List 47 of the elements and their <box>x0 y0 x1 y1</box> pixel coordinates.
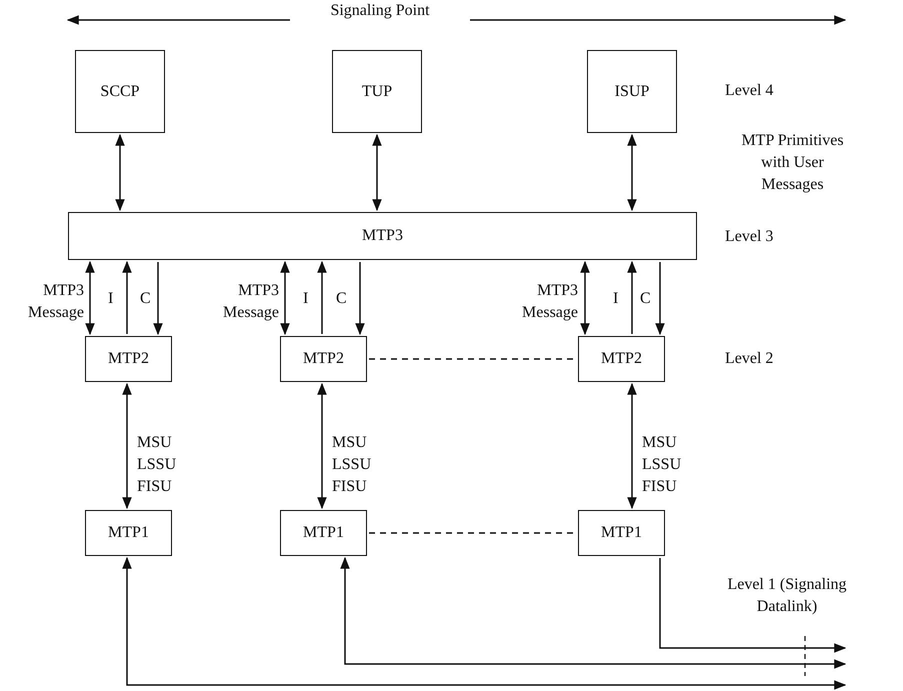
arrow <box>627 134 637 212</box>
edge-label: MTP3 Message <box>27 281 84 323</box>
level-label: Level 3 <box>725 227 774 247</box>
edge-label: I <box>303 289 310 309</box>
dashed-line <box>369 358 576 360</box>
layer-box: MTP2 <box>280 336 367 382</box>
arrow <box>580 260 590 336</box>
edge-label: MTP3 Message <box>521 281 578 323</box>
arrow <box>317 260 327 334</box>
edge-label: MSU LSSU FISU <box>642 433 682 497</box>
arrow <box>122 260 132 334</box>
arrow <box>340 556 846 669</box>
note-label: MTP Primitives with User Messages <box>740 131 845 195</box>
layer-box: MTP2 <box>578 336 665 382</box>
layer-box: MTP1 <box>85 510 172 556</box>
arrow <box>317 382 327 510</box>
arrow <box>85 260 95 336</box>
edge-label: C <box>140 289 152 309</box>
arrow <box>122 556 846 690</box>
arrow <box>627 382 637 510</box>
level-label: Level 1 (Signaling Datalink) <box>726 575 848 617</box>
layer-box: MTP1 <box>280 510 367 556</box>
layer-box: MTP2 <box>85 336 172 382</box>
level-label: Level 4 <box>725 81 774 101</box>
dashed-line <box>369 532 576 534</box>
arrow <box>280 260 290 336</box>
edge-label: C <box>336 289 348 309</box>
protocol-box: SCCP <box>75 50 165 133</box>
layer-bar: MTP3 <box>68 212 697 260</box>
protocol-box: TUP <box>332 50 422 133</box>
arrow <box>372 134 382 212</box>
protocol-box: ISUP <box>587 50 677 133</box>
arrow <box>115 134 125 212</box>
edge-label: I <box>613 289 620 309</box>
arrow <box>355 262 365 336</box>
arrow <box>153 262 163 336</box>
layer-box: MTP1 <box>578 510 665 556</box>
arrow <box>659 558 846 653</box>
edge-label: MTP3 Message <box>222 281 279 323</box>
level-label: Level 2 <box>725 349 774 369</box>
arrow <box>627 260 637 334</box>
edge-label: MSU LSSU FISU <box>332 433 372 497</box>
edge-label: MSU LSSU FISU <box>137 433 178 497</box>
arrow <box>655 262 665 336</box>
arrow <box>122 382 132 510</box>
edge-label: C <box>640 289 652 309</box>
edge-label: I <box>108 289 114 309</box>
